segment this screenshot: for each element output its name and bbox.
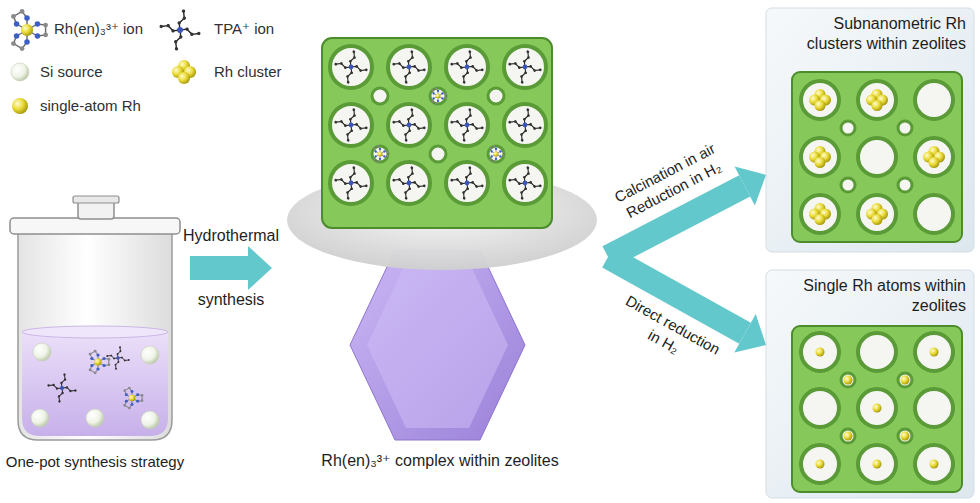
figure-panel: Single Rh atoms within zeolites: [766, 270, 974, 498]
arrow-label: Hydrothermal synthesis: [176, 204, 286, 332]
caption-text: Rh(en)₃³⁺ complex within zeolites: [276, 451, 604, 471]
legend-text: Rh(en)₃³⁺ ion: [54, 20, 143, 38]
process-arrow: [190, 246, 272, 290]
caption-text: Subnanometric Rh clusters within zeolite…: [774, 14, 966, 53]
zeolite-crystal: [350, 250, 525, 440]
arrow-shaft: [190, 256, 248, 280]
arrow-head: [248, 246, 272, 290]
legend-text: Rh cluster: [214, 63, 282, 81]
arrow-head: [735, 166, 766, 205]
si-sphere: [11, 63, 29, 81]
legend-text: TPA⁺ ion: [214, 20, 274, 38]
arrow-head: [734, 314, 766, 352]
single-atom-panel: [766, 270, 974, 498]
caption-text: Single Rh atoms within zeolites: [774, 276, 966, 315]
rh-atom-icon: [12, 98, 28, 114]
cluster-panel: [766, 8, 974, 252]
rh-cluster-icon: [172, 60, 196, 84]
figure-panel: Rh(en)₃³⁺ complex within zeolites: [272, 30, 608, 475]
figure-panel: Subnanometric Rh clusters within zeolite…: [766, 8, 974, 252]
autoclave: [10, 196, 180, 440]
caption-text: One-pot synthesis strategy: [4, 453, 186, 471]
legend-text: Si source: [40, 63, 103, 81]
zeolite-framework: [322, 38, 552, 228]
legend-text: single-atom Rh: [40, 97, 141, 115]
rhen-icon: [11, 9, 48, 51]
tpa-icon: [159, 9, 201, 51]
figure-panel: One-pot synthesis strategy: [0, 200, 190, 475]
